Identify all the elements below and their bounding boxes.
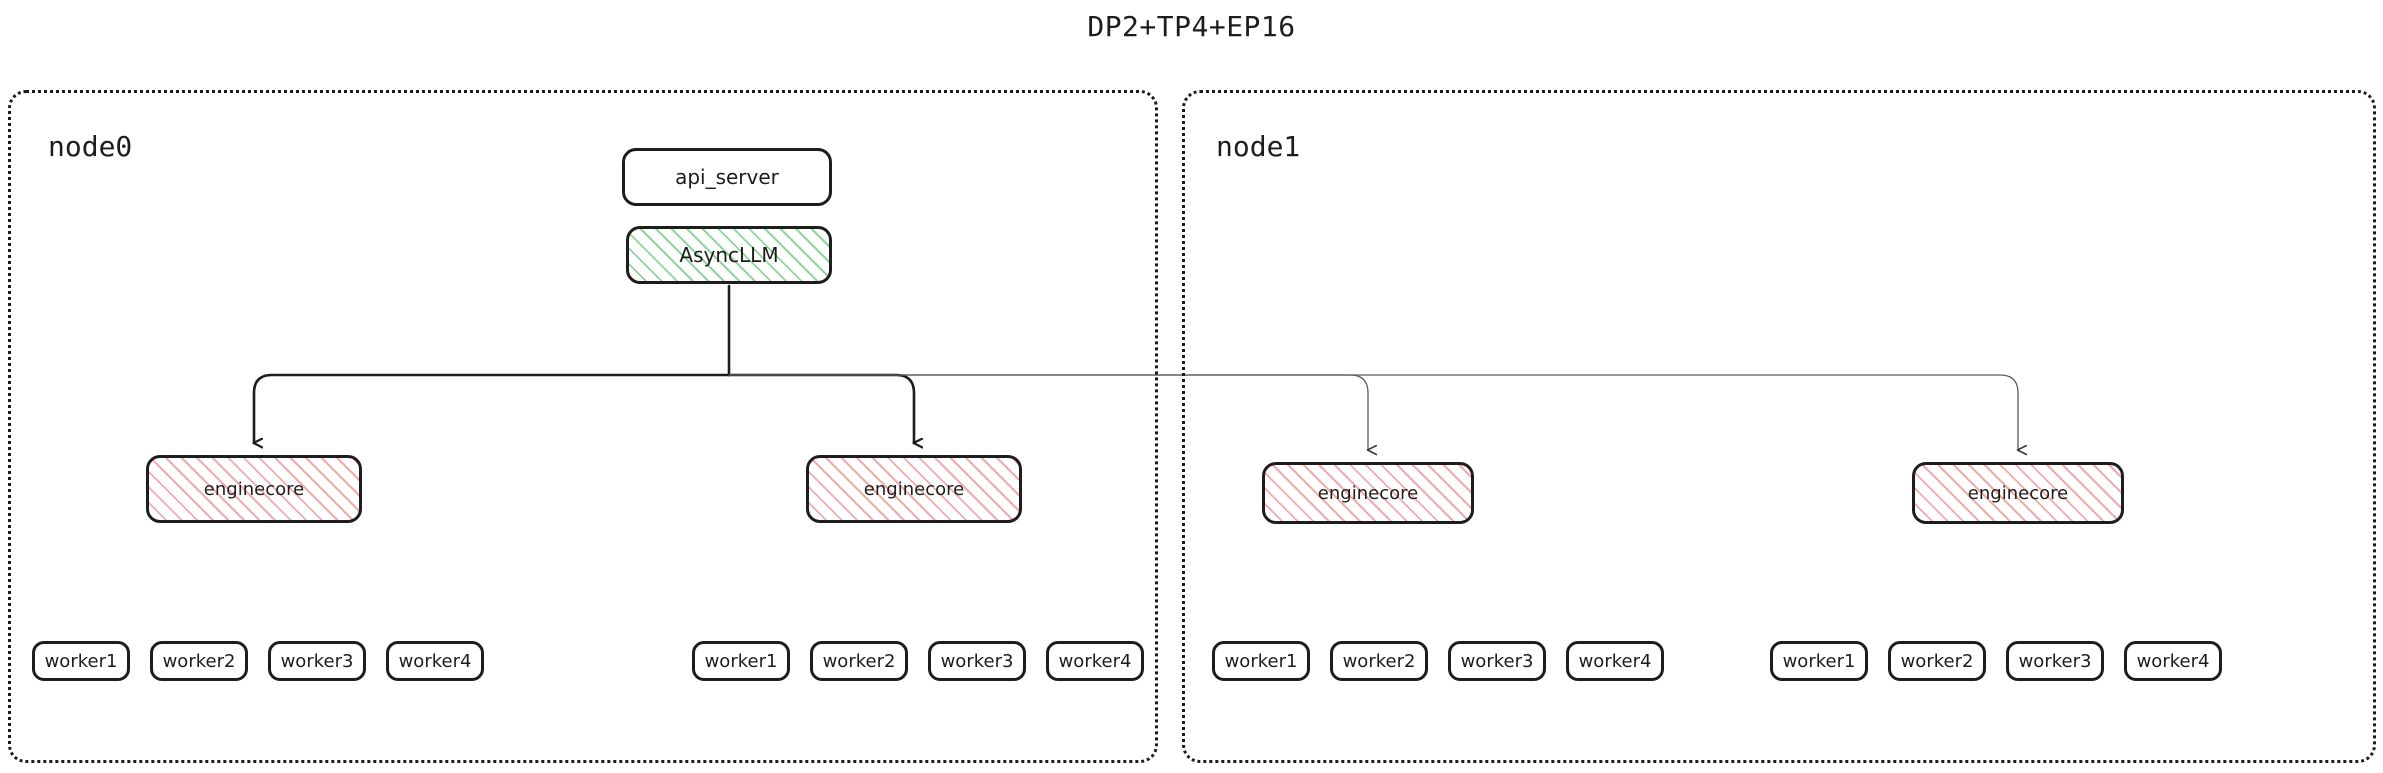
worker-box-worker3[interactable]: worker3	[268, 641, 366, 681]
enginecore-box[interactable]: enginecore	[1262, 462, 1474, 524]
enginecore-box[interactable]: enginecore	[806, 455, 1022, 523]
worker-box-worker2[interactable]: worker2	[1888, 641, 1986, 681]
worker-box-worker1[interactable]: worker1	[32, 641, 130, 681]
enginecore-box[interactable]: enginecore	[1912, 462, 2124, 524]
worker-box-worker4[interactable]: worker4	[386, 641, 484, 681]
worker-box-worker3[interactable]: worker3	[2006, 641, 2104, 681]
node-label-node0: node0	[48, 130, 133, 163]
async-llm-box[interactable]: AsyncLLM	[626, 226, 832, 284]
worker-box-worker1[interactable]: worker1	[692, 641, 790, 681]
worker-box-worker2[interactable]: worker2	[810, 641, 908, 681]
enginecore-box[interactable]: enginecore	[146, 455, 362, 523]
api-server-box[interactable]: api_server	[622, 148, 832, 206]
worker-box-worker3[interactable]: worker3	[1448, 641, 1546, 681]
worker-box-worker2[interactable]: worker2	[1330, 641, 1428, 681]
worker-box-worker4[interactable]: worker4	[1046, 641, 1144, 681]
worker-box-worker4[interactable]: worker4	[1566, 641, 1664, 681]
node-label-node1: node1	[1216, 130, 1301, 163]
worker-box-worker4[interactable]: worker4	[2124, 641, 2222, 681]
worker-box-worker2[interactable]: worker2	[150, 641, 248, 681]
worker-box-worker1[interactable]: worker1	[1770, 641, 1868, 681]
worker-box-worker1[interactable]: worker1	[1212, 641, 1310, 681]
node-container-node1	[1182, 90, 2376, 763]
page-title: DP2+TP4+EP16	[1087, 10, 1296, 43]
node-container-node0	[8, 90, 1158, 763]
worker-box-worker3[interactable]: worker3	[928, 641, 1026, 681]
